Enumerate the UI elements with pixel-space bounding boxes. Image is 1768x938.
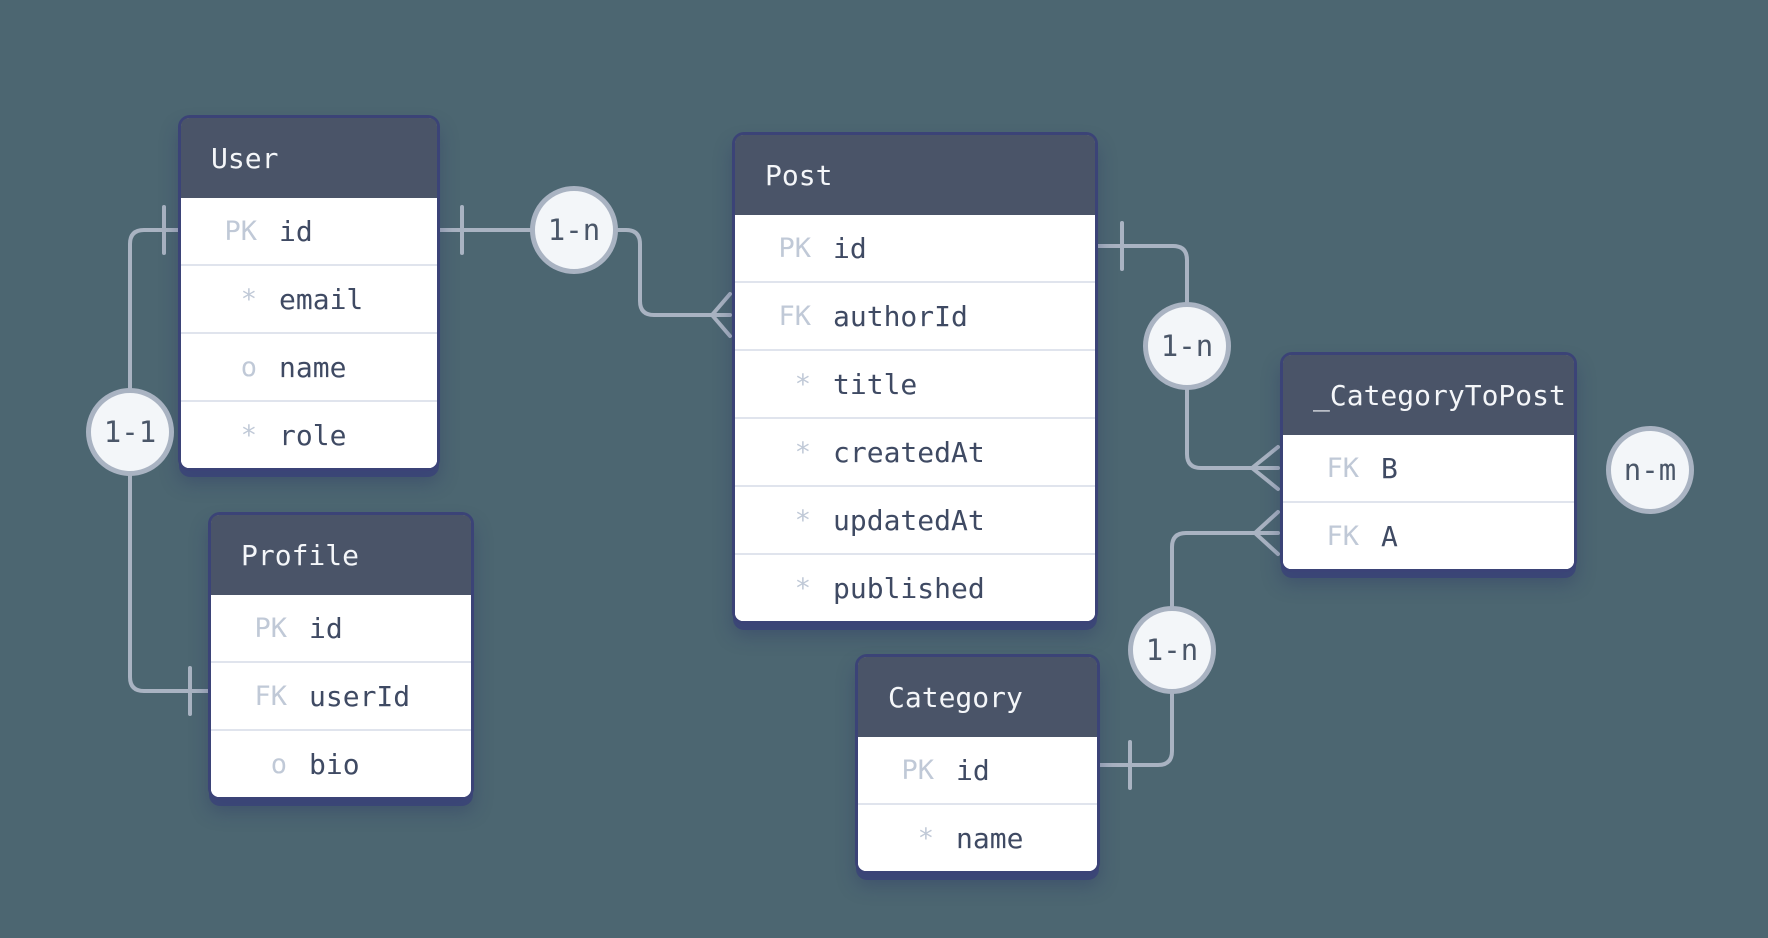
key-indicator: FK (778, 300, 811, 332)
column-name: name (279, 350, 347, 384)
table-columns: PK id * name (858, 737, 1097, 871)
column-name: userId (309, 679, 411, 713)
table-row: PK id (211, 595, 471, 661)
column-name: authorId (833, 299, 968, 333)
table-row: PK id (735, 215, 1095, 281)
table-title: User (211, 141, 279, 175)
column-name: createdAt (833, 435, 985, 469)
column-name: name (956, 821, 1024, 855)
key-indicator: * (917, 822, 934, 854)
key-indicator: FK (1326, 452, 1359, 484)
table-row: FK authorId (735, 281, 1095, 349)
cardinality-badge-user-post: 1-n (530, 186, 618, 274)
cardinality-badge-post-categorytopost: 1-n (1143, 302, 1231, 390)
key-indicator: FK (254, 680, 287, 712)
column-name: id (279, 214, 313, 248)
table-row: * role (181, 400, 437, 468)
entity-table-category[interactable]: Category PK id * name (855, 654, 1100, 874)
column-name: title (833, 367, 918, 401)
key-indicator: * (240, 283, 257, 315)
table-header: Profile (211, 515, 471, 595)
table-title: Category (888, 680, 1023, 714)
crowsfoot-post-authorid (710, 292, 732, 338)
table-row: FK B (1283, 435, 1574, 501)
key-indicator: o (270, 748, 287, 780)
cardinality-badge-n-m: n-m (1606, 426, 1694, 514)
key-indicator: FK (1326, 520, 1359, 552)
cardinality-badge-category-categorytopost: 1-n (1128, 606, 1216, 694)
column-name: updatedAt (833, 503, 985, 537)
table-header: Post (735, 135, 1095, 215)
table-row: * updatedAt (735, 485, 1095, 553)
column-name: B (1381, 451, 1398, 485)
crowsfoot-ctp-a (1253, 510, 1280, 556)
crowsfoot-ctp-b (1250, 445, 1280, 491)
table-header: User (181, 118, 437, 198)
key-indicator: PK (254, 612, 287, 644)
key-indicator: * (794, 368, 811, 400)
column-name: bio (309, 747, 360, 781)
column-name: A (1381, 519, 1398, 553)
key-indicator: PK (224, 215, 257, 247)
table-row: * published (735, 553, 1095, 621)
column-name: email (279, 282, 364, 316)
key-indicator: PK (778, 232, 811, 264)
key-indicator: * (794, 436, 811, 468)
table-title: Post (765, 158, 833, 192)
connector-user-post (438, 228, 714, 317)
key-indicator: o (240, 351, 257, 383)
table-header: Category (858, 657, 1097, 737)
table-row: FK userId (211, 661, 471, 729)
table-row: * createdAt (735, 417, 1095, 485)
table-row: * title (735, 349, 1095, 417)
table-row: * name (858, 803, 1097, 871)
key-indicator: * (794, 504, 811, 536)
table-row: PK id (858, 737, 1097, 803)
key-indicator: PK (901, 754, 934, 786)
table-row: FK A (1283, 501, 1574, 569)
table-columns: FK B FK A (1283, 435, 1574, 569)
table-title: _CategoryToPost (1313, 378, 1566, 412)
entity-table-categorytopost[interactable]: _CategoryToPost FK B FK A (1280, 352, 1577, 572)
table-title: Profile (241, 538, 360, 572)
key-indicator: * (240, 419, 257, 451)
table-header: _CategoryToPost (1283, 355, 1574, 435)
column-name: published (833, 571, 985, 605)
key-indicator: * (794, 572, 811, 604)
column-name: role (279, 418, 347, 452)
column-name: id (309, 611, 343, 645)
column-name: id (956, 753, 990, 787)
table-row: * email (181, 264, 437, 332)
table-row: PK id (181, 198, 437, 264)
column-name: id (833, 231, 867, 265)
cardinality-badge-user-profile: 1-1 (86, 388, 174, 476)
